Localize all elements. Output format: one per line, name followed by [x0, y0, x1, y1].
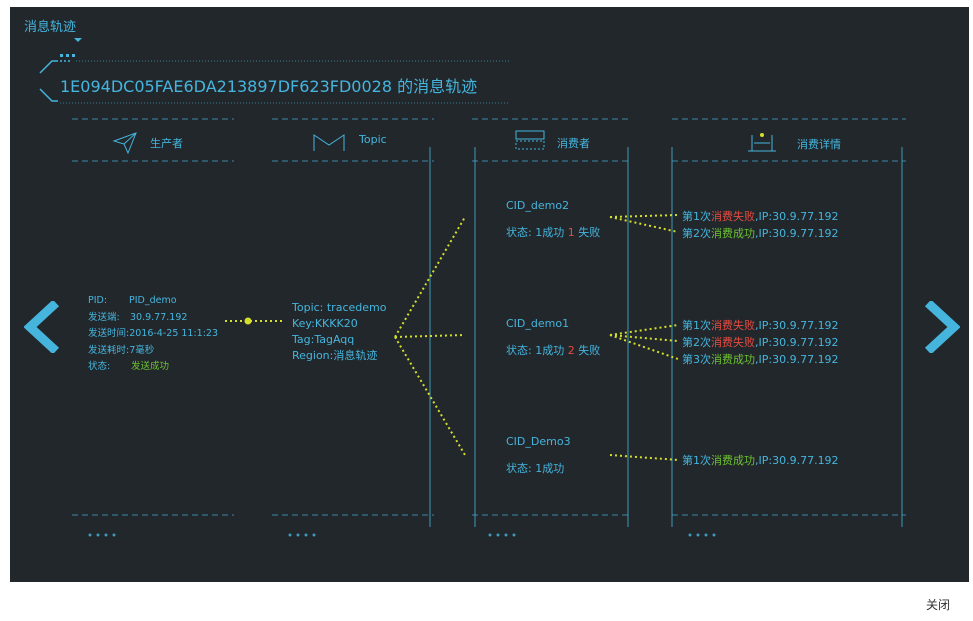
pid-label: PID: [88, 295, 108, 306]
column-header-consumer: 消费者 [557, 137, 590, 150]
topic-line: Topic: tracedemo [292, 301, 387, 314]
column-frame [72, 118, 906, 537]
detail-row: 第1次消费失败,IP:30.9.77.192 [682, 317, 839, 333]
consumer-name: CID_demo1 [506, 317, 570, 330]
chevron-right-icon[interactable] [922, 301, 960, 353]
attempt-result: 消费失败 [711, 210, 755, 223]
detail-row: 第2次消费成功,IP:30.9.77.192 [682, 225, 839, 241]
attempt-ip: ,IP:30.9.77.192 [755, 353, 839, 366]
detail-row: 第2次消费失败,IP:30.9.77.192 [682, 334, 839, 350]
region-line: Region:消息轨迹 [292, 349, 378, 362]
paper-plane-icon [112, 132, 137, 155]
key-line: Key:KKKK20 [292, 317, 358, 330]
page-title: 1E094DC05FAE6DA213897DF623FD0028 的消息轨迹 [60, 73, 477, 97]
pid-value: PID_demo [129, 295, 177, 306]
detail-row: 第1次消费失败,IP:30.9.77.192 [682, 208, 839, 224]
detail-row: 第3次消费成功,IP:30.9.77.192 [682, 351, 839, 367]
send-cost-value: 7毫秒 [129, 344, 155, 356]
attempt-number: 第1次 [682, 454, 711, 467]
attempt-result: 消费成功 [711, 353, 755, 366]
details-icon [748, 133, 776, 152]
consumer-status: 状态: 1成功 1 失败 [506, 226, 601, 239]
attempt-ip: ,IP:30.9.77.192 [755, 227, 839, 240]
detail-row: 第1次消费成功,IP:30.9.77.192 [682, 452, 839, 468]
message-id: 1E094DC05FAE6DA213897DF623FD0028 [60, 77, 393, 96]
consumer-status: 状态: 1成功 [506, 462, 565, 475]
host-label: 发送端: [88, 311, 120, 323]
topic-icon [313, 134, 345, 151]
tag-line: Tag:TagAqq [292, 333, 355, 346]
column-header-producer: 生产者 [150, 137, 183, 150]
consumer-icon [515, 130, 545, 150]
attempt-result: 消费成功 [711, 454, 755, 467]
attempt-number: 第1次 [682, 319, 711, 332]
send-time-label: 发送时间: [88, 328, 130, 339]
consumer-card[interactable]: CID_demo1 状态: 1成功 2 失败 [506, 316, 600, 359]
status-value: 发送成功 [131, 361, 170, 372]
consumer-status: 状态: 1成功 2 失败 [506, 344, 601, 357]
attempt-ip: ,IP:30.9.77.192 [755, 454, 839, 467]
consumer-name: CID_demo2 [506, 199, 570, 212]
consumer-card[interactable]: CID_demo2 状态: 1成功 1 失败 [506, 198, 600, 241]
trace-dialog: 消息轨迹 1E094DC05FAE6DA213897DF623FD0028 的消… [10, 7, 969, 582]
close-button[interactable]: 关闭 [926, 598, 951, 612]
send-time-value: 2016-4-25 11:1:23 [129, 328, 219, 339]
attempt-ip: ,IP:30.9.77.192 [755, 319, 839, 332]
attempt-number: 第2次 [682, 336, 711, 349]
attempt-result: 消费失败 [711, 319, 755, 332]
attempt-ip: ,IP:30.9.77.192 [755, 210, 839, 223]
attempt-result: 消费成功 [711, 227, 755, 240]
column-header-details: 消费详情 [797, 138, 841, 151]
attempt-number: 第1次 [682, 210, 711, 223]
dialog-title: 消息轨迹 [24, 20, 77, 35]
attempt-ip: ,IP:30.9.77.192 [755, 336, 839, 349]
send-cost-label: 发送耗时: [88, 344, 130, 356]
flow-connections [225, 214, 679, 461]
page-title-suffix: 的消息轨迹 [392, 77, 478, 96]
topic-info: Topic: tracedemo Key:KKKK20 Tag:TagAqq R… [292, 300, 386, 364]
attempt-number: 第3次 [682, 353, 711, 366]
host-value: 30.9.77.192 [130, 311, 188, 323]
header-decoration [39, 54, 510, 104]
chevron-left-icon[interactable] [24, 301, 62, 353]
status-label: 状态: [88, 361, 111, 372]
attempt-number: 第2次 [682, 227, 711, 240]
attempt-result: 消费失败 [711, 336, 755, 349]
consumer-name: CID_Demo3 [506, 435, 571, 448]
column-header-topic: Topic [359, 133, 387, 146]
consumer-card[interactable]: CID_Demo3 状态: 1成功 [506, 434, 571, 477]
dropdown-caret-icon [74, 38, 82, 42]
producer-info: PID: PID_demo 发送端: 30.9.77.192 发送时间:2016-4… [88, 293, 218, 376]
